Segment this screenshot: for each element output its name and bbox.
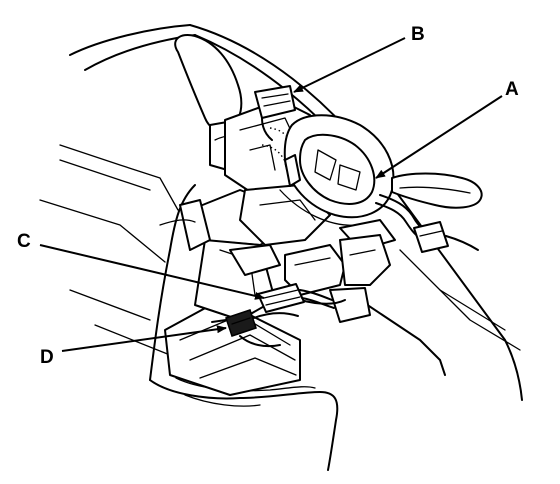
callout-label-b: B (411, 24, 425, 45)
column-cover (149, 184, 339, 471)
wiper-lever (391, 172, 483, 209)
cable-reel (279, 114, 396, 251)
leader-line-b (293, 37, 406, 93)
callout-label-c: C (17, 231, 31, 252)
callout-labels: A B C D (17, 24, 519, 368)
connector-b (254, 85, 296, 141)
callout-label-a: A (505, 79, 519, 100)
leader-line-a (375, 95, 503, 179)
leader-line-d (61, 325, 227, 352)
callout-label-d: D (40, 347, 54, 368)
lower-bracket (284, 234, 391, 323)
reel-harness (375, 194, 479, 253)
connector-c (257, 283, 335, 313)
connector-d (211, 309, 299, 348)
leader-line-c (39, 244, 265, 300)
callout-leaders (39, 37, 503, 352)
